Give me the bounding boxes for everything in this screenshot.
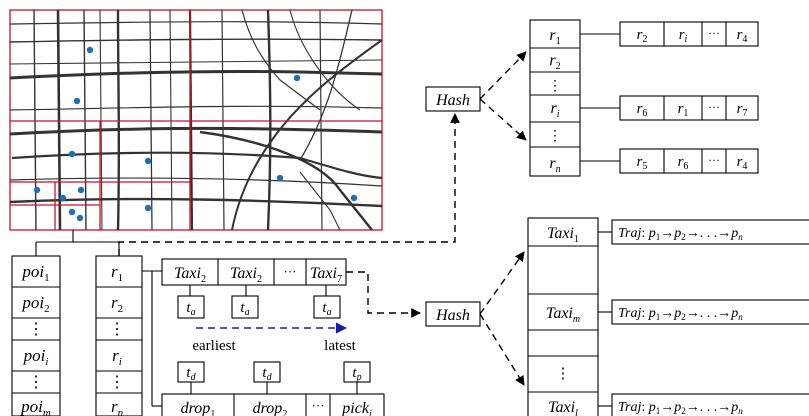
poi-cell-m: poim <box>20 397 51 416</box>
region-vertical-ellipsis-2: ⋮ <box>109 374 125 391</box>
region-list: r1 r2 ⋮ ri ⋮ rn <box>95 255 143 416</box>
ta-box-2: ta <box>240 300 249 318</box>
td-box-1: td <box>186 365 196 383</box>
poi-cell-1: poi1 <box>21 262 49 284</box>
taxi-seq-cell-1: Taxi2 <box>174 265 206 285</box>
grid-partition <box>10 10 382 230</box>
region-cell-i: ri <box>112 346 122 368</box>
arrival-time-boxes: ta ta ta <box>177 285 341 319</box>
hash-slot-r1: r1 <box>549 27 560 47</box>
chain-ri: r6 r1 ··· r7 <box>580 95 759 121</box>
chain-rn-cell-1: r5 <box>637 154 648 172</box>
drop-pick-row: drop1 drop2 ··· picki <box>161 393 385 416</box>
ta-box-3: ta <box>322 300 331 318</box>
top-hash-node: Hash <box>425 51 527 141</box>
r1-connectors <box>142 270 162 407</box>
taxi-seq-ellipsis: ··· <box>284 264 297 279</box>
taxi-slot-m: Taxim <box>546 305 580 325</box>
chain-r1: r2 ri ··· r4 <box>580 21 759 47</box>
chain-rn-ellipsis: ··· <box>708 153 720 167</box>
chain-ri-ellipsis: ··· <box>708 100 720 114</box>
r1-to-hash-link <box>118 113 460 256</box>
bottom-hash-label: Hash <box>435 307 470 324</box>
region-cell-n: rn <box>111 397 124 416</box>
pick-cell-i: picki <box>341 400 372 416</box>
taxi-to-hash-link <box>346 271 421 318</box>
hash-slot-rn: rn <box>549 155 560 175</box>
tree-connectors <box>35 230 120 256</box>
trajectory-l: Traj: p1→p2→. . .→pn <box>598 393 809 416</box>
taxi-seq-cell-3: Taxi7 <box>310 265 342 285</box>
hash-slot-ellipsis-2: ⋮ <box>548 129 562 144</box>
drop-cell-1: drop1 <box>181 400 216 416</box>
trajectory-1: Traj: p1→p2→. . .→pn <box>598 219 809 245</box>
taxi-slot-ellipsis: ⋮ <box>556 366 571 382</box>
chain-r1-ellipsis: ··· <box>708 26 720 40</box>
earliest-label: earliest <box>192 338 236 354</box>
chain-r1-cell-3: r4 <box>737 27 748 45</box>
chain-r1-cell-2: ri <box>679 27 688 45</box>
taxi-slot-l: Taxil <box>548 399 578 416</box>
drop-cell-2: drop2 <box>253 400 288 416</box>
drop-row-ellipsis: ··· <box>312 398 325 413</box>
region-hash-table: r1 r2 ⋮ ri ⋮ rn <box>529 19 581 177</box>
poi-cell-i: poii <box>23 346 49 368</box>
region-vertical-ellipsis: ⋮ <box>109 321 125 338</box>
chain-rn-cell-2: r6 <box>678 154 689 172</box>
chain-rn: r5 r6 ··· r4 <box>580 148 759 174</box>
chain-r1-cell-1: r2 <box>637 27 648 45</box>
taxi-seq-cell-2: Taxi2 <box>230 265 262 285</box>
departure-time-boxes: td td tp <box>177 361 371 394</box>
chain-rn-cell-3: r4 <box>737 154 748 172</box>
hash-slot-ri: ri <box>550 100 559 120</box>
road-map <box>9 9 383 231</box>
region-cell-1: r1 <box>111 262 123 284</box>
poi-cell-2: poi2 <box>21 293 49 315</box>
hash-slot-r2: r2 <box>549 52 560 72</box>
taxi-hash-table: Taxi1 Taxim ⋮ Taxil <box>527 217 599 416</box>
poi-points <box>33 46 358 222</box>
region-cell-2: r2 <box>111 293 123 315</box>
poi-list: poi1 poi2 ⋮ poii ⋮ poim <box>11 255 61 416</box>
td-box-2: td <box>262 365 272 383</box>
tp-box-3: tp <box>352 365 361 383</box>
latest-label: latest <box>324 338 356 354</box>
chain-ri-cell-2: r1 <box>678 101 689 119</box>
chain-ri-cell-3: r7 <box>737 101 748 119</box>
trajectory-m: Traj: p1→p2→. . .→pn <box>598 299 809 325</box>
top-hash-label: Hash <box>435 92 470 109</box>
ta-box-1: ta <box>186 300 195 318</box>
poi-vertical-ellipsis-2: ⋮ <box>28 374 44 391</box>
time-order-arrow: earliest latest <box>192 322 357 354</box>
traj-m-text: Traj: p1→p2→. . .→pn <box>618 306 743 322</box>
traj-l-text: Traj: p1→p2→. . .→pn <box>618 400 743 416</box>
chain-ri-cell-1: r6 <box>637 101 648 119</box>
hash-slot-ellipsis: ⋮ <box>548 79 562 94</box>
poi-vertical-ellipsis: ⋮ <box>28 321 44 338</box>
taxi-sequence-row: Taxi2 Taxi2 ··· Taxi7 <box>161 258 347 286</box>
taxi-slot-1: Taxi1 <box>547 225 579 245</box>
bottom-hash-node: Hash <box>425 251 525 386</box>
traj-1-text: Traj: p1→p2→. . .→pn <box>618 226 743 242</box>
